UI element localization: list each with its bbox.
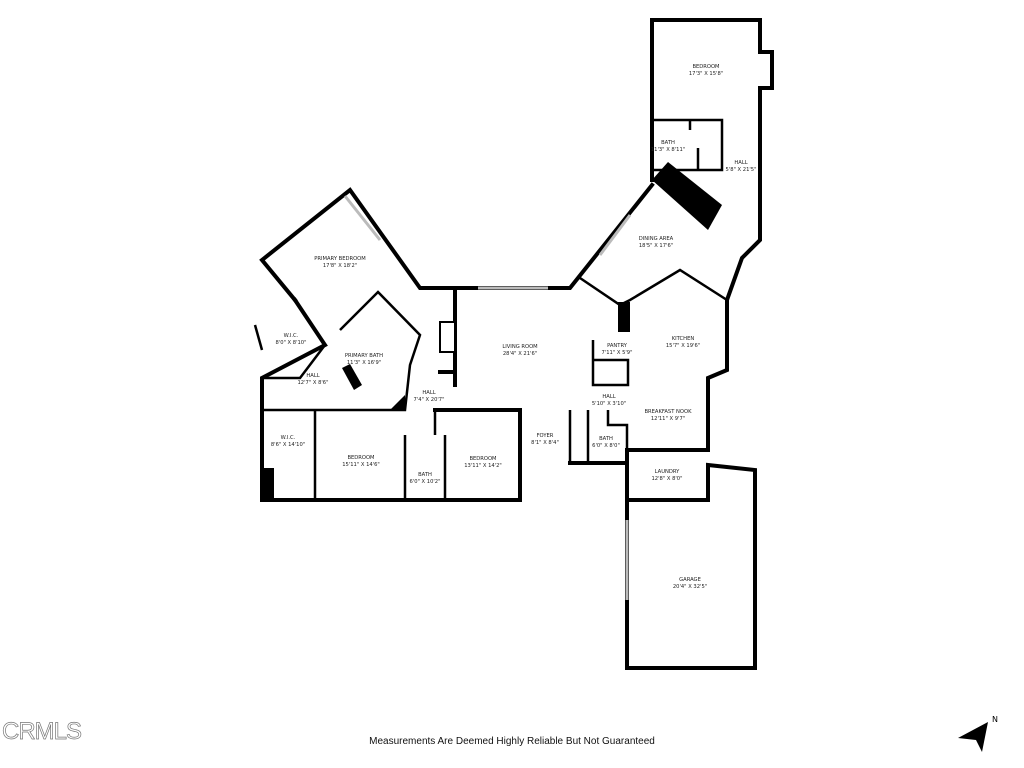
room-name: BEDROOM [347,455,374,461]
room-size: 11'3" X 8'11" [651,147,685,153]
room-size: 11'3" X 16'9" [347,360,381,366]
room-name: PRIMARY BEDROOM [314,256,365,262]
disclaimer-text: Measurements Are Deemed Highly Reliable … [369,736,655,747]
room-name: GARAGE [679,577,701,583]
room-size: 15'11" X 14'6" [342,462,380,468]
room-name: W.I.C. [284,333,299,339]
north-arrow-icon: N [958,715,998,752]
room-name: FOYER [537,433,554,439]
room-name: BREAKFAST NOOK [644,409,692,415]
room-size: 12'11" X 9'7" [651,416,685,422]
room-size: 18'5" X 17'6" [639,243,673,249]
room-name: HALL [422,390,435,396]
room-name: BEDROOM [692,64,719,70]
room-name: LAUNDRY [655,469,681,475]
room-size: 15'7" X 19'6" [666,343,700,349]
walls [253,18,774,670]
room-size: 5'10" X 3'10" [592,401,626,407]
room-size: 12'8" X 8'0" [652,476,683,482]
room-size: 28'4" X 21'6" [503,351,537,357]
room-name: BATH [418,472,432,478]
room-size: 20'4" X 32'5" [673,584,707,590]
room-name: HALL [602,394,615,400]
room-size: 7'4" X 20'7" [414,397,445,403]
room-name: BATH [661,140,675,146]
room-size: 17'8" X 18'2" [323,263,357,269]
room-size: 7'11" X 5'9" [602,350,633,356]
room-size: 12'7" X 8'6" [298,380,329,386]
room-name: KITCHEN [672,336,695,342]
room-name: PRIMARY BATH [345,353,383,359]
room-size: 17'3" X 15'8" [689,71,723,77]
room-name: BATH [599,436,613,442]
room-name: HALL [734,160,747,166]
room-size: 6'0" X 8'0" [592,443,620,449]
room-size: 8'1" X 8'4" [531,440,559,446]
compass-label: N [992,715,998,724]
room-name: BEDROOM [469,456,496,462]
crmls-logo: CRMLS [2,718,83,746]
room-name: DINING AREA [639,236,674,242]
room-size: 8'6" X 14'10" [271,442,305,448]
room-size: 13'11" X 14'2" [464,463,502,469]
room-name: W.I.C. [281,435,296,441]
fireplace-block [652,162,722,230]
room-size: 5'8" X 21'5" [726,167,757,173]
room-size: 6'0" X 10'2" [410,479,441,485]
room-name: PANTRY [607,343,628,349]
room-name: HALL [306,373,319,379]
room-size: 8'0" X 8'10" [276,340,307,346]
room-name: LIVING ROOM [502,344,537,350]
